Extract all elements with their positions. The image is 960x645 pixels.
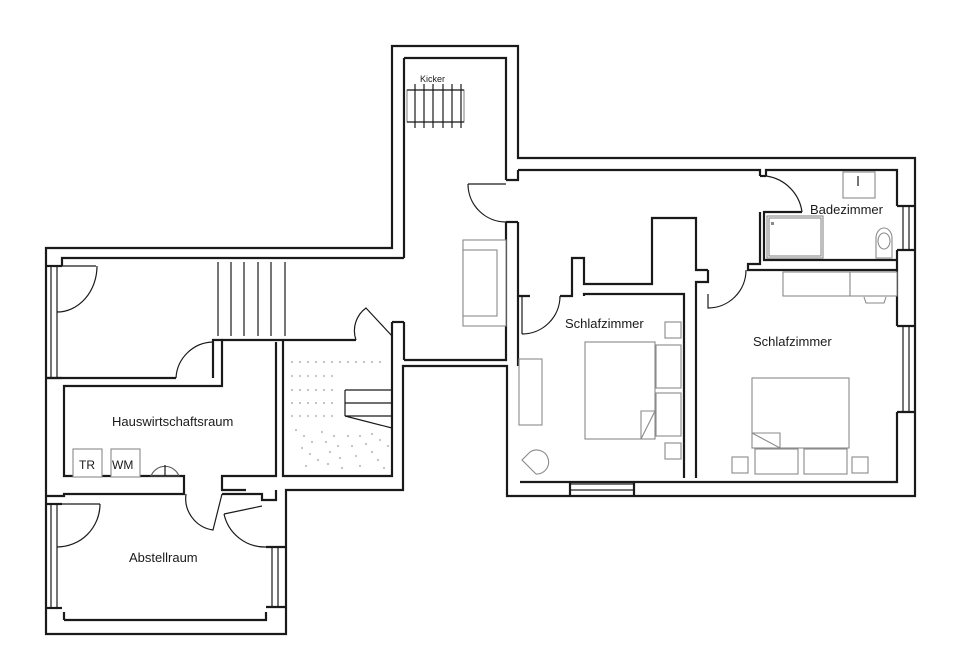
- chair: [521, 449, 550, 475]
- foosball-table: [406, 84, 465, 128]
- room-label-kicker: Kicker: [420, 74, 445, 84]
- room-schlafzimmer-1: Schlafzimmer: [518, 216, 708, 496]
- desk: [849, 271, 898, 297]
- sink: [842, 171, 876, 199]
- toilet: [875, 227, 893, 259]
- door-hauswirtschaftsraum: [175, 341, 214, 379]
- door-schlafzimmer-1: [521, 295, 561, 335]
- window-schlafzimmer-1: [569, 483, 635, 491]
- room-label-schlafzimmer-2: Schlafzimmer: [753, 334, 832, 349]
- door-badezimmer: [765, 175, 803, 213]
- door-entry: [56, 265, 98, 313]
- double-bed: [751, 377, 850, 475]
- sideboard: [782, 271, 851, 297]
- window-abstellraum-east: [271, 546, 279, 608]
- room-label-badezimmer: Badezimmer: [810, 202, 884, 217]
- svg-text:WM: WM: [112, 458, 133, 472]
- spiral-stair: [344, 389, 393, 429]
- room-badezimmer: Badezimmer: [746, 171, 915, 272]
- dryer: TR: [72, 448, 103, 478]
- door-abstellraum-hall: [185, 493, 223, 531]
- door-abstellraum-east: [223, 505, 267, 548]
- door-stair-room: [353, 307, 393, 341]
- stair-dots: [291, 361, 389, 469]
- stair-room: [291, 307, 393, 469]
- window-schlafzimmer-2: [902, 325, 910, 413]
- drain: [150, 465, 180, 477]
- room-kicker: Kicker: [406, 74, 465, 128]
- door-hallway-east: [467, 183, 507, 223]
- door-schlafzimmer-2: [707, 269, 747, 309]
- entry-area: [46, 262, 286, 380]
- wardrobe: [518, 358, 543, 426]
- desk-chair: [863, 296, 887, 304]
- staircase: [217, 262, 286, 336]
- room-hauswirtschaftsraum: TR WM Hauswirtschaftsraum: [46, 322, 394, 492]
- nightstand: [851, 456, 869, 474]
- svg-text:TR: TR: [79, 458, 95, 472]
- nightstand: [731, 456, 749, 474]
- room-label-hauswirtschaftsraum: Hauswirtschaftsraum: [112, 414, 233, 429]
- nightstand: [664, 442, 682, 460]
- nightstand: [664, 321, 682, 339]
- hallway: [392, 183, 520, 366]
- door-abstellraum-west: [56, 503, 101, 548]
- window-abstellraum-west: [50, 503, 58, 609]
- exterior-walls: [44, 44, 917, 636]
- room-abstellraum: Abstellraum: [46, 488, 286, 622]
- room-label-abstellraum: Abstellraum: [129, 550, 198, 565]
- room-schlafzimmer-2: Schlafzimmer: [694, 269, 915, 475]
- window-badezimmer: [902, 205, 910, 251]
- double-bed: [584, 341, 682, 440]
- sofa: [462, 239, 507, 327]
- washing-machine: WM: [110, 448, 141, 478]
- room-label-schlafzimmer-1: Schlafzimmer: [565, 316, 644, 331]
- window-entry: [50, 265, 58, 379]
- bathtub: [766, 215, 824, 259]
